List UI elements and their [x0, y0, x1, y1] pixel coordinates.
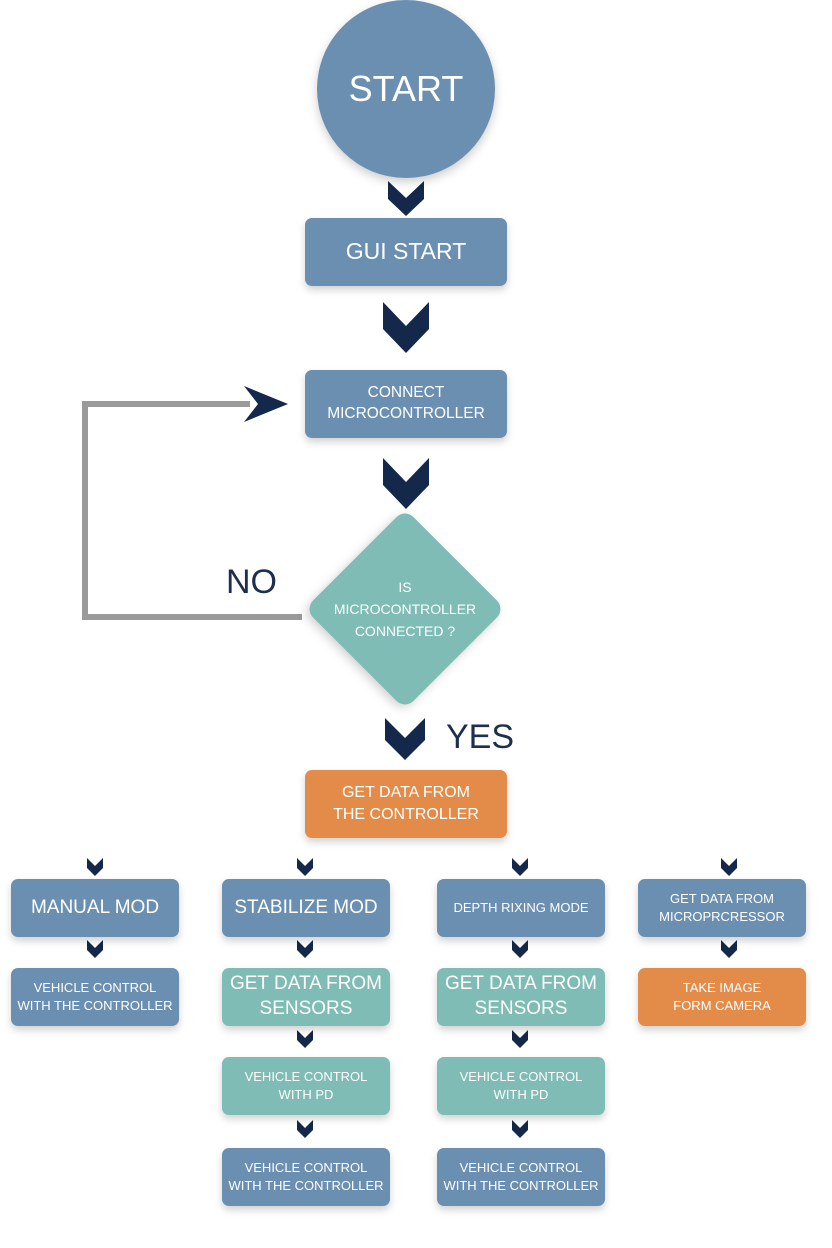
get-data-controller-node: GET DATA FROM THE CONTROLLER [305, 770, 507, 838]
manual-mode-node: MANUAL MOD [11, 879, 179, 937]
microprocessor-data-node: GET DATA FROM MICROPRCRESSOR [638, 879, 806, 937]
depth-controller-node: VEHICLE CONTROL WITH THE CONTROLLER [437, 1148, 605, 1206]
chevron-decision-to-getdata [385, 718, 425, 760]
connect-microcontroller-node: CONNECT MICROCONTROLLER [305, 370, 507, 438]
yes-label: YES [446, 718, 515, 756]
depth-mode-node: DEPTH RIXING MODE [437, 879, 605, 937]
decision-label: IS MICROCONTROLLER CONNECTED ? [333, 579, 477, 639]
stabilize-pd-node: VEHICLE CONTROL WITH PD [222, 1057, 390, 1115]
start-label: START [348, 68, 464, 109]
start-node: START [317, 0, 495, 178]
chevron-gui-to-connect [383, 302, 429, 353]
stabilize-sensors-node: GET DATA FROM SENSORS [222, 968, 390, 1026]
take-image-node: TAKE IMAGE FORM CAMERA [638, 968, 806, 1026]
no-label: NO [226, 563, 277, 601]
depth-sensors-node: GET DATA FROM SENSORS [437, 968, 605, 1026]
depth-pd-node: VEHICLE CONTROL WITH PD [437, 1057, 605, 1115]
stabilize-controller-node: VEHICLE CONTROL WITH THE CONTROLLER [222, 1148, 390, 1206]
no-loop-arrowhead [244, 386, 288, 422]
chevron-start-to-gui [388, 181, 424, 216]
gui-start-node: GUI START [305, 218, 507, 286]
chevron-connect-to-decision [383, 458, 429, 509]
stabilize-mode-node: STABILIZE MOD [222, 879, 390, 937]
manual-vehicle-control-node: VEHICLE CONTROL WITH THE CONTROLLER [11, 968, 179, 1026]
branch-chevrons [87, 858, 737, 1138]
no-loop-line [82, 401, 302, 620]
